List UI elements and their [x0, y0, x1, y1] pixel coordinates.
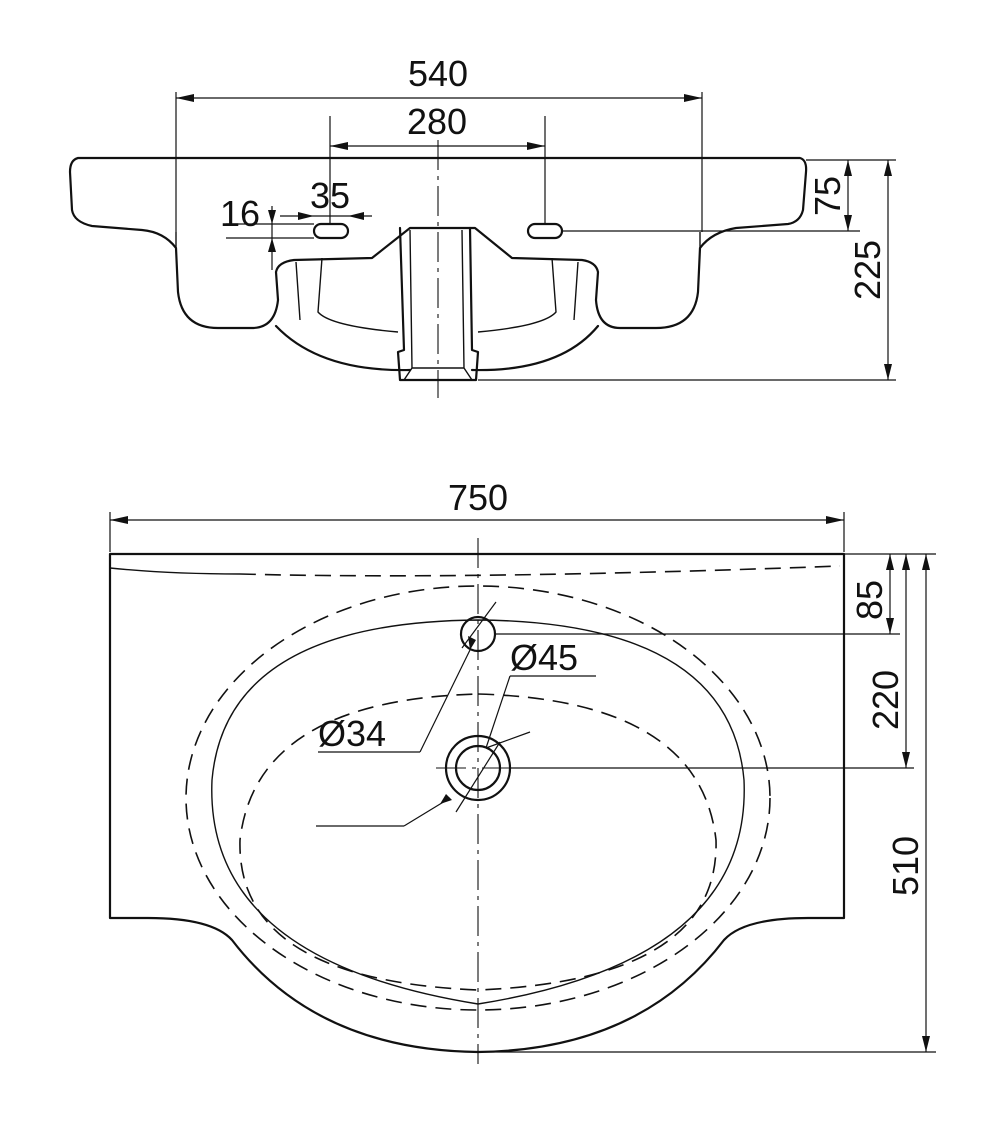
bowl-outer-dashed — [185, 585, 771, 1011]
dim-225-label: 225 — [847, 240, 888, 300]
plan-view: 750 85 220 510 Ø45 Ø34 — [108, 477, 936, 1064]
dim-75-label: 75 — [807, 176, 848, 216]
tap-hole-right — [526, 222, 564, 240]
dim-diameter-34-label: Ø34 — [318, 713, 386, 754]
dim-35-label: 35 — [310, 175, 350, 216]
elevation-view: 540 280 35 16 75 225 — [68, 53, 896, 398]
dim-750-label: 750 — [448, 477, 508, 518]
dim-540-label: 540 — [408, 53, 468, 94]
drain-neck-inner — [403, 229, 473, 381]
bowl-inner-left — [295, 257, 399, 333]
plan-back-rim — [109, 567, 241, 575]
basin-body-outline — [68, 156, 808, 330]
plan-back-rim-dashed — [239, 565, 841, 577]
dim-280-label: 280 — [407, 101, 467, 142]
tap-hole-left — [312, 222, 350, 240]
dim-diameter-45-label: Ø45 — [510, 637, 578, 678]
dim-510-label: 510 — [885, 836, 926, 896]
bowl-inner-dashed — [239, 693, 717, 991]
dim-16-label: 16 — [220, 193, 260, 234]
bowl-underside — [274, 324, 600, 372]
bowl-inner-right — [477, 257, 579, 333]
dim-220-label: 220 — [865, 670, 906, 730]
rim-inner-line — [175, 232, 701, 248]
dim-85-label: 85 — [849, 580, 890, 620]
